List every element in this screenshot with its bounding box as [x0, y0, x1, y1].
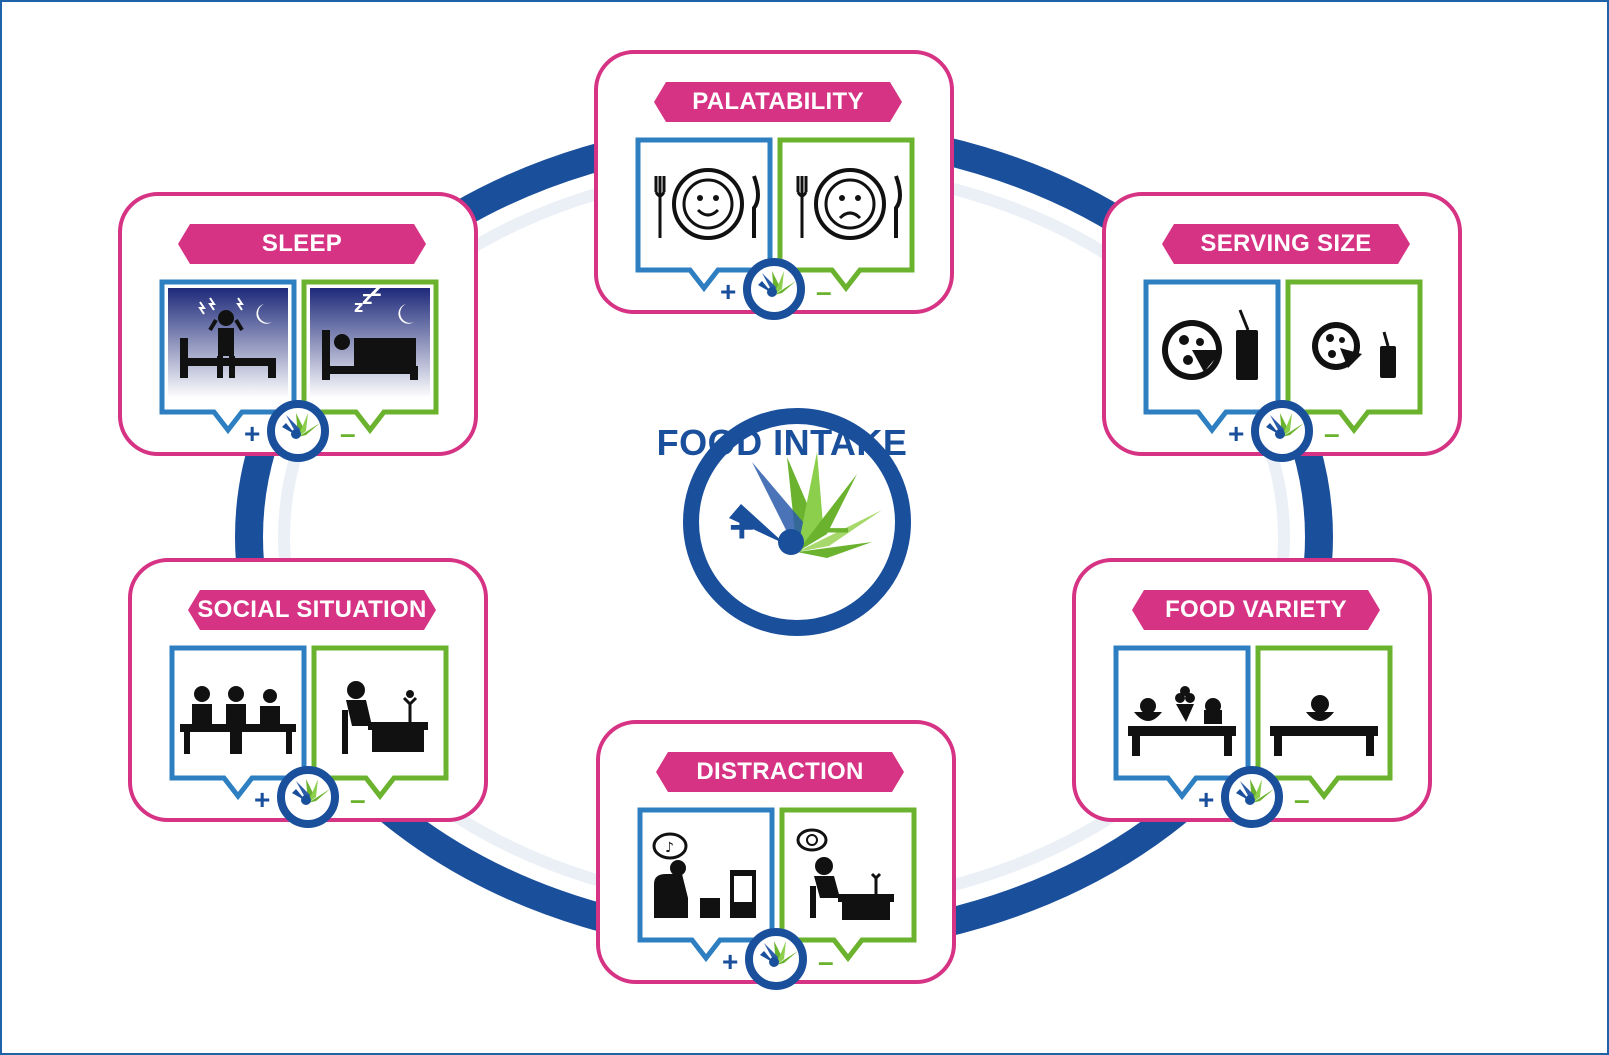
plus-sign: +	[1228, 418, 1245, 449]
factor-card-social-situation: SOCIAL SITUATION	[128, 558, 488, 828]
group-dining-icon	[180, 686, 296, 754]
factor-label-distraction: DISTRACTION	[656, 752, 904, 792]
happy-plate-icon	[654, 168, 760, 240]
panel-less-palatability	[777, 137, 915, 298]
gauge-icon	[1221, 766, 1283, 828]
svg-text:z: z	[354, 297, 363, 316]
center-plus-sign: +	[729, 503, 755, 552]
panel-more-social-situation	[169, 645, 307, 806]
plus-sign: +	[1198, 784, 1215, 815]
minus-sign: –	[350, 784, 366, 815]
gauge-icon	[1251, 400, 1313, 462]
panel-more-distraction: ♪	[637, 807, 775, 968]
small-pizza-drink-icon	[1312, 322, 1396, 378]
svg-text:♪: ♪	[665, 840, 674, 856]
factor-card-palatability: PALATABILITY	[594, 50, 954, 320]
minus-sign: –	[818, 946, 834, 977]
gauge-icon	[277, 766, 339, 828]
food-intake-gauge-icon: + –	[683, 408, 911, 636]
sleeping-person-icon: z z z	[322, 277, 418, 380]
factor-card-serving-size: SERVING SIZE	[1102, 192, 1462, 462]
single-dish-table-icon	[1270, 695, 1378, 756]
factor-label-social-situation: SOCIAL SITUATION	[188, 590, 436, 630]
minus-sign: –	[816, 276, 832, 307]
gauge-icon	[743, 258, 805, 320]
minus-sign: –	[1294, 784, 1310, 815]
plus-sign: +	[722, 946, 739, 977]
svg-text:z: z	[370, 277, 382, 301]
minus-sign: –	[340, 418, 356, 449]
plus-sign: +	[720, 276, 737, 307]
factor-card-sleep: SLEEP	[118, 192, 478, 462]
gauge-icon	[745, 928, 807, 990]
center-title: FOOD INTAKE	[656, 422, 908, 463]
many-dishes-table-icon	[1128, 686, 1236, 756]
focused-eating-icon	[796, 828, 894, 920]
minus-sign: –	[1324, 418, 1340, 449]
plus-sign: +	[244, 418, 261, 449]
factor-label-sleep: SLEEP	[178, 224, 426, 264]
large-pizza-drink-icon	[1162, 309, 1258, 380]
factor-label-palatability: PALATABILITY	[654, 82, 902, 122]
panel-more-food-variety	[1113, 645, 1251, 806]
plus-sign: +	[254, 784, 271, 815]
svg-text:z: z	[362, 288, 372, 309]
sad-plate-icon	[796, 168, 902, 240]
factor-card-food-variety: FOOD VARIETY	[1072, 558, 1432, 828]
panel-more-serving-size	[1143, 279, 1281, 440]
sleepless-night-icon	[180, 297, 276, 378]
factor-card-distraction: DISTRACTION ♪	[596, 720, 956, 990]
factor-label-food-variety: FOOD VARIETY	[1132, 590, 1380, 630]
panel-more-sleep	[159, 279, 297, 440]
watching-tv-eating-icon: ♪	[652, 832, 756, 918]
gauge-icon	[267, 400, 329, 462]
panel-more-palatability	[635, 137, 773, 298]
center-minus-sign: –	[825, 503, 849, 552]
eating-alone-icon	[342, 681, 428, 754]
panel-less-distraction	[779, 807, 917, 968]
factor-label-serving-size: SERVING SIZE	[1162, 224, 1410, 264]
panel-less-serving-size	[1285, 279, 1423, 440]
panel-less-sleep: z z z	[301, 277, 439, 440]
